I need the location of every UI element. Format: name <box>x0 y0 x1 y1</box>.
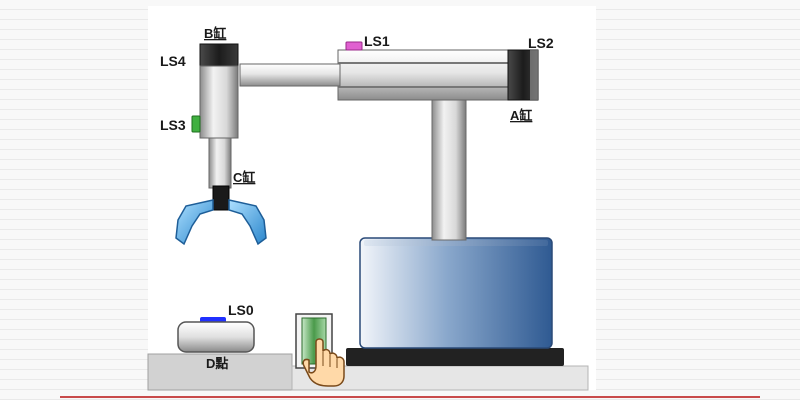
gripper-c <box>175 185 267 246</box>
sensor-ls1 <box>345 41 363 51</box>
label-cyl-c: C缸 <box>233 170 255 185</box>
robot-column <box>431 99 467 241</box>
label-ls4: LS4 <box>160 53 186 69</box>
label-cyl-b: B缸 <box>204 26 226 41</box>
cylinder-a <box>337 49 539 101</box>
workpiece-d <box>177 321 255 353</box>
sensor-ls3 <box>191 115 201 133</box>
label-ls0: LS0 <box>228 302 254 318</box>
arm-rod <box>239 63 341 87</box>
floor <box>147 353 589 391</box>
hand-pointer-icon <box>302 338 345 387</box>
label-cyl-a: A缸 <box>510 108 532 123</box>
robot-base <box>346 237 564 366</box>
bottom-divider <box>60 396 760 398</box>
label-ls2: LS2 <box>528 35 554 51</box>
cylinder-b <box>199 43 239 189</box>
label-ls3: LS3 <box>160 117 186 133</box>
label-station-d: D點 <box>206 356 228 371</box>
label-ls1: LS1 <box>364 33 390 49</box>
